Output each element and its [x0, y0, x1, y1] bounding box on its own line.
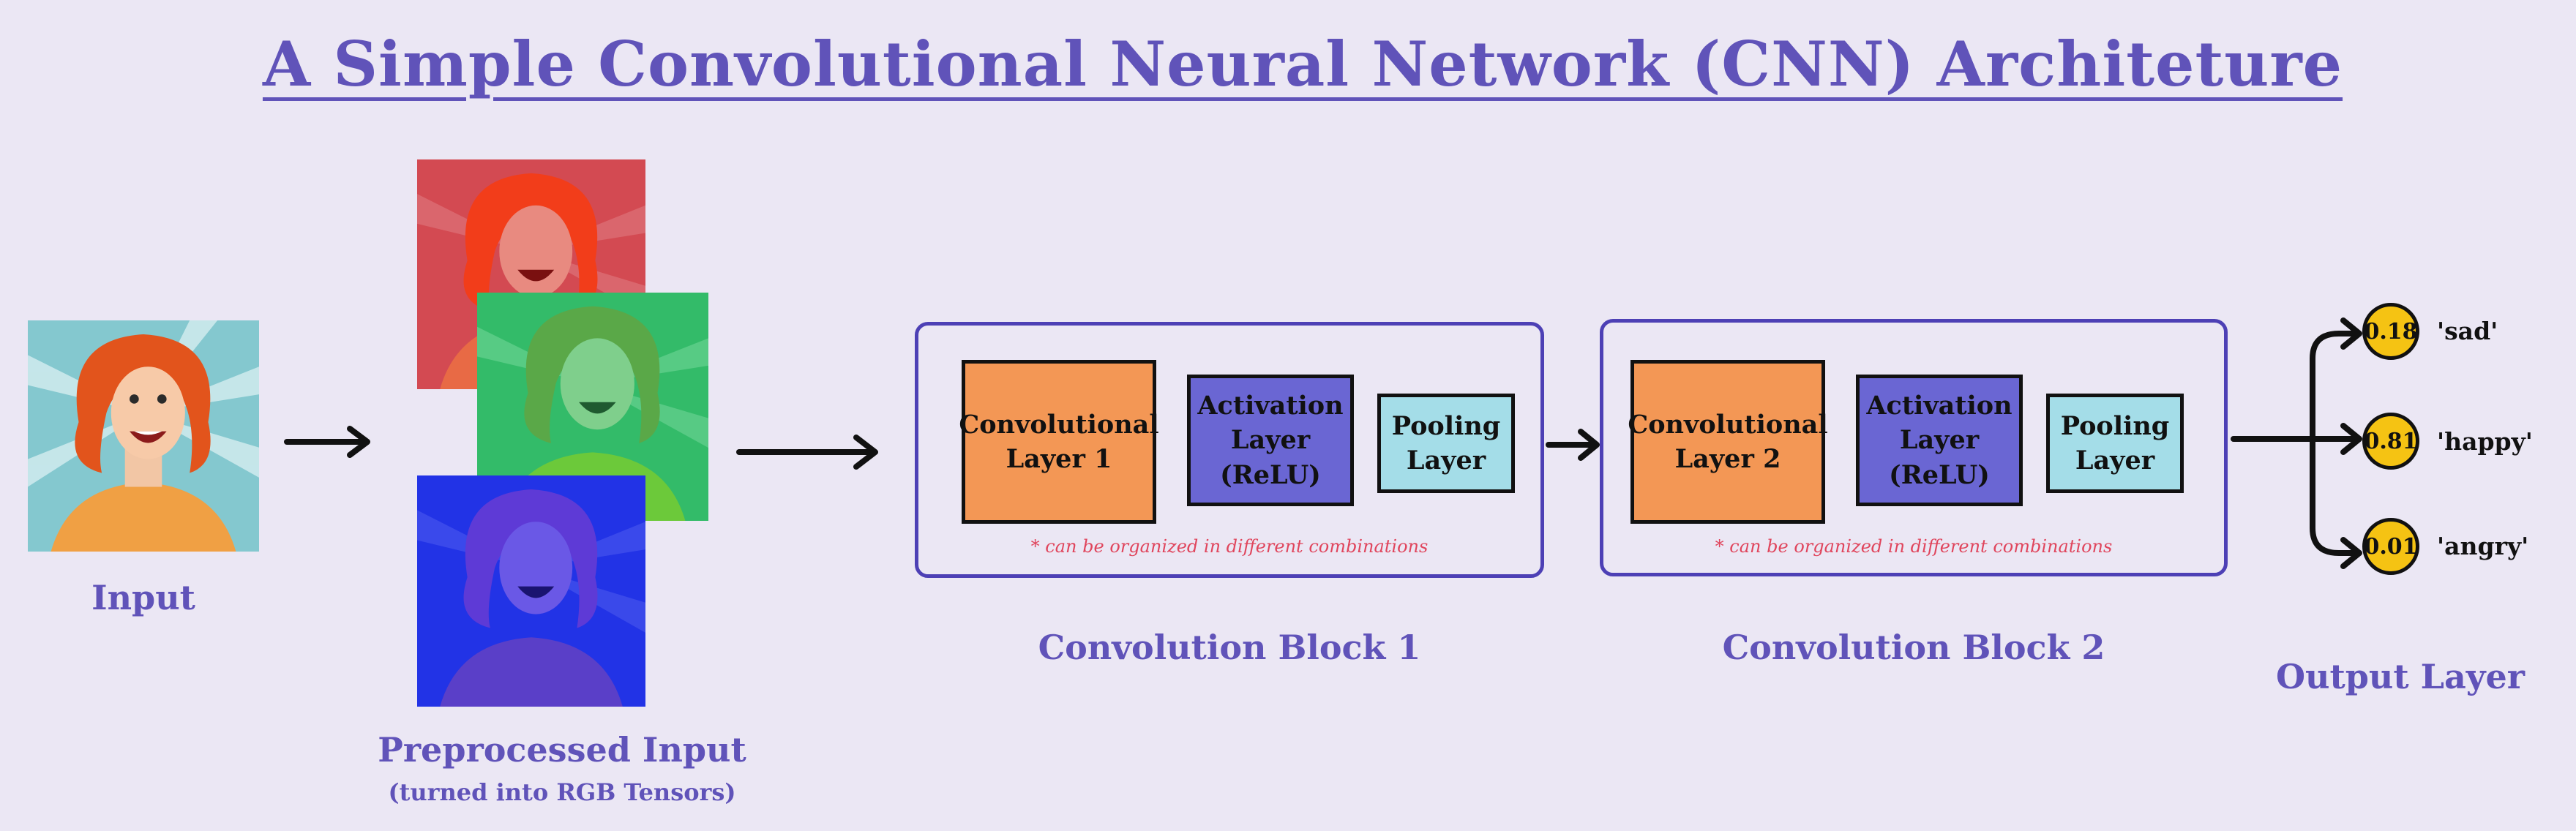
arrow-preprocessed-to-block1 — [736, 435, 878, 470]
arrow-block2-to-output — [2231, 317, 2362, 569]
output-label-sad: 'sad' — [2437, 317, 2498, 345]
convolution-block-2 — [1600, 319, 2228, 576]
block2-activation-layer: Activation Layer (ReLU) — [1856, 375, 2023, 506]
arrow-block1-to-block2 — [1546, 429, 1600, 461]
output-node-angry: 0.01 — [2362, 518, 2419, 575]
preprocessed-subcaption: (turned into RGB Tensors) — [388, 778, 736, 806]
preprocessed-caption: Preprocessed Input — [378, 730, 746, 770]
block2-pooling-layer: Pooling Layer — [2046, 394, 2184, 493]
output-label-angry: 'angry' — [2437, 532, 2529, 560]
block1-pooling-layer: Pooling Layer — [1377, 394, 1515, 493]
block2-conv-layer: Convolutional Layer 2 — [1628, 360, 1828, 524]
arrow-input-to-preprocessed — [284, 426, 370, 458]
block1-conv-layer: Convolutional Layer 1 — [959, 360, 1159, 524]
block2-caption: Convolution Block 2 — [1722, 628, 2105, 667]
output-caption: Output Layer — [2275, 657, 2525, 696]
block1-note: * can be organized in different combinat… — [1030, 536, 1429, 557]
output-label-happy: 'happy' — [2437, 427, 2533, 456]
block2-note: * can be organized in different combinat… — [1715, 536, 2113, 557]
output-node-sad: 0.18 — [2362, 303, 2419, 360]
input-image — [28, 320, 259, 552]
block1-activation-layer: Activation Layer (ReLU) — [1187, 375, 1354, 506]
blue-channel-image — [417, 475, 645, 707]
output-node-happy: 0.81 — [2362, 413, 2419, 470]
input-caption: Input — [91, 578, 195, 617]
page-title: A Simple Convolutional Neural Network (C… — [262, 28, 2343, 100]
block1-caption: Convolution Block 1 — [1038, 628, 1421, 667]
convolution-block-1 — [915, 322, 1544, 578]
